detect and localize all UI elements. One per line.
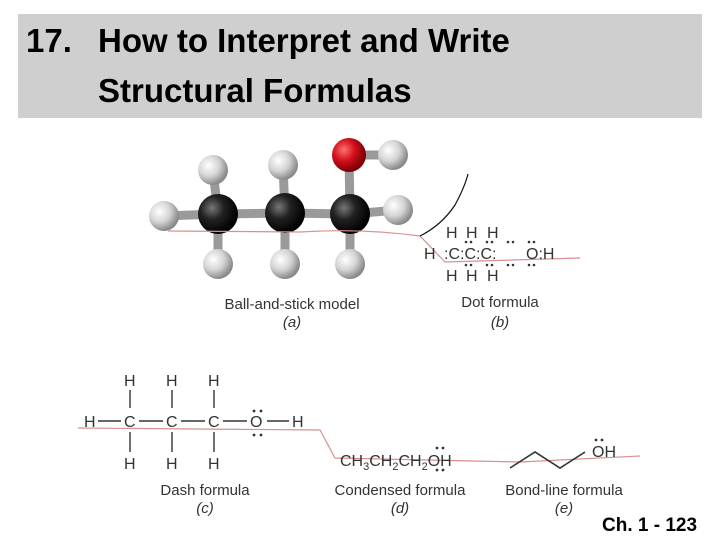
caption-letter-d: (d) [390,500,410,517]
title-band [18,14,702,118]
slide-page-number: Ch. 1 - 123 [602,515,698,536]
svg-text:H: H [487,268,499,285]
svg-text:H: H [166,456,178,473]
hydrogen-atom [270,249,300,279]
svg-text:C: C [166,414,178,431]
decorative-lines [77,173,641,463]
svg-text:O: O [250,414,262,431]
hydrogen-atom [198,155,228,185]
svg-text:OH: OH [592,444,616,461]
dash-bonds [98,390,289,452]
svg-text:H: H [446,225,458,242]
ball-and-stick-model [149,138,413,279]
carbon-atom [330,194,370,234]
caption-letter-e: (e) [554,500,574,517]
carbon-atom [265,193,305,233]
svg-text:H: H [166,373,178,390]
svg-text:CH3CH2CH2OH: CH3CH2CH2OH [340,453,452,473]
svg-text:H: H [208,456,220,473]
caption-letter-b: (b) [490,314,510,331]
svg-text:H: H [292,414,304,431]
hydrogen-atom [149,201,179,231]
svg-text:H: H [124,456,136,473]
caption-letter-a: (a) [282,314,302,331]
svg-text::C:C:C:: :C:C:C: [444,246,496,263]
svg-text:C: C [208,414,220,431]
slide-title-line-2: Structural Formulas [98,72,412,109]
caption-letter-c: (c) [196,500,214,517]
slide-title-line-1: How to Interpret and Write [98,22,510,59]
bond-line-formula: OH [509,438,616,469]
hydrogen-atom [383,195,413,225]
svg-text:O:H: O:H [526,246,554,263]
svg-text:H: H [208,373,220,390]
hydrogen-atom [335,249,365,279]
hydrogen-atom [378,140,408,170]
slide-number-label: 17. [26,22,72,59]
caption-ball-and-stick: Ball-and-stick model [224,296,360,313]
svg-text:C: C [124,414,136,431]
hydrogen-atom [268,150,298,180]
svg-text:H: H [466,268,478,285]
caption-bond-line-formula: Bond-line formula [505,482,623,499]
caption-dot-formula: Dot formula [461,294,539,311]
caption-condensed-formula: Condensed formula [334,482,466,499]
oxygen-atom [332,138,366,172]
caption-dash-formula: Dash formula [160,482,250,499]
svg-text:H: H [446,268,458,285]
svg-text:H: H [84,414,96,431]
hydrogen-atom [203,249,233,279]
dash-formula: H H H H C C C O H H H H [84,373,304,473]
svg-text:H: H [124,373,136,390]
svg-text:H: H [424,246,436,263]
svg-text:H: H [487,225,499,242]
svg-text:H: H [466,225,478,242]
carbon-atom [198,194,238,234]
